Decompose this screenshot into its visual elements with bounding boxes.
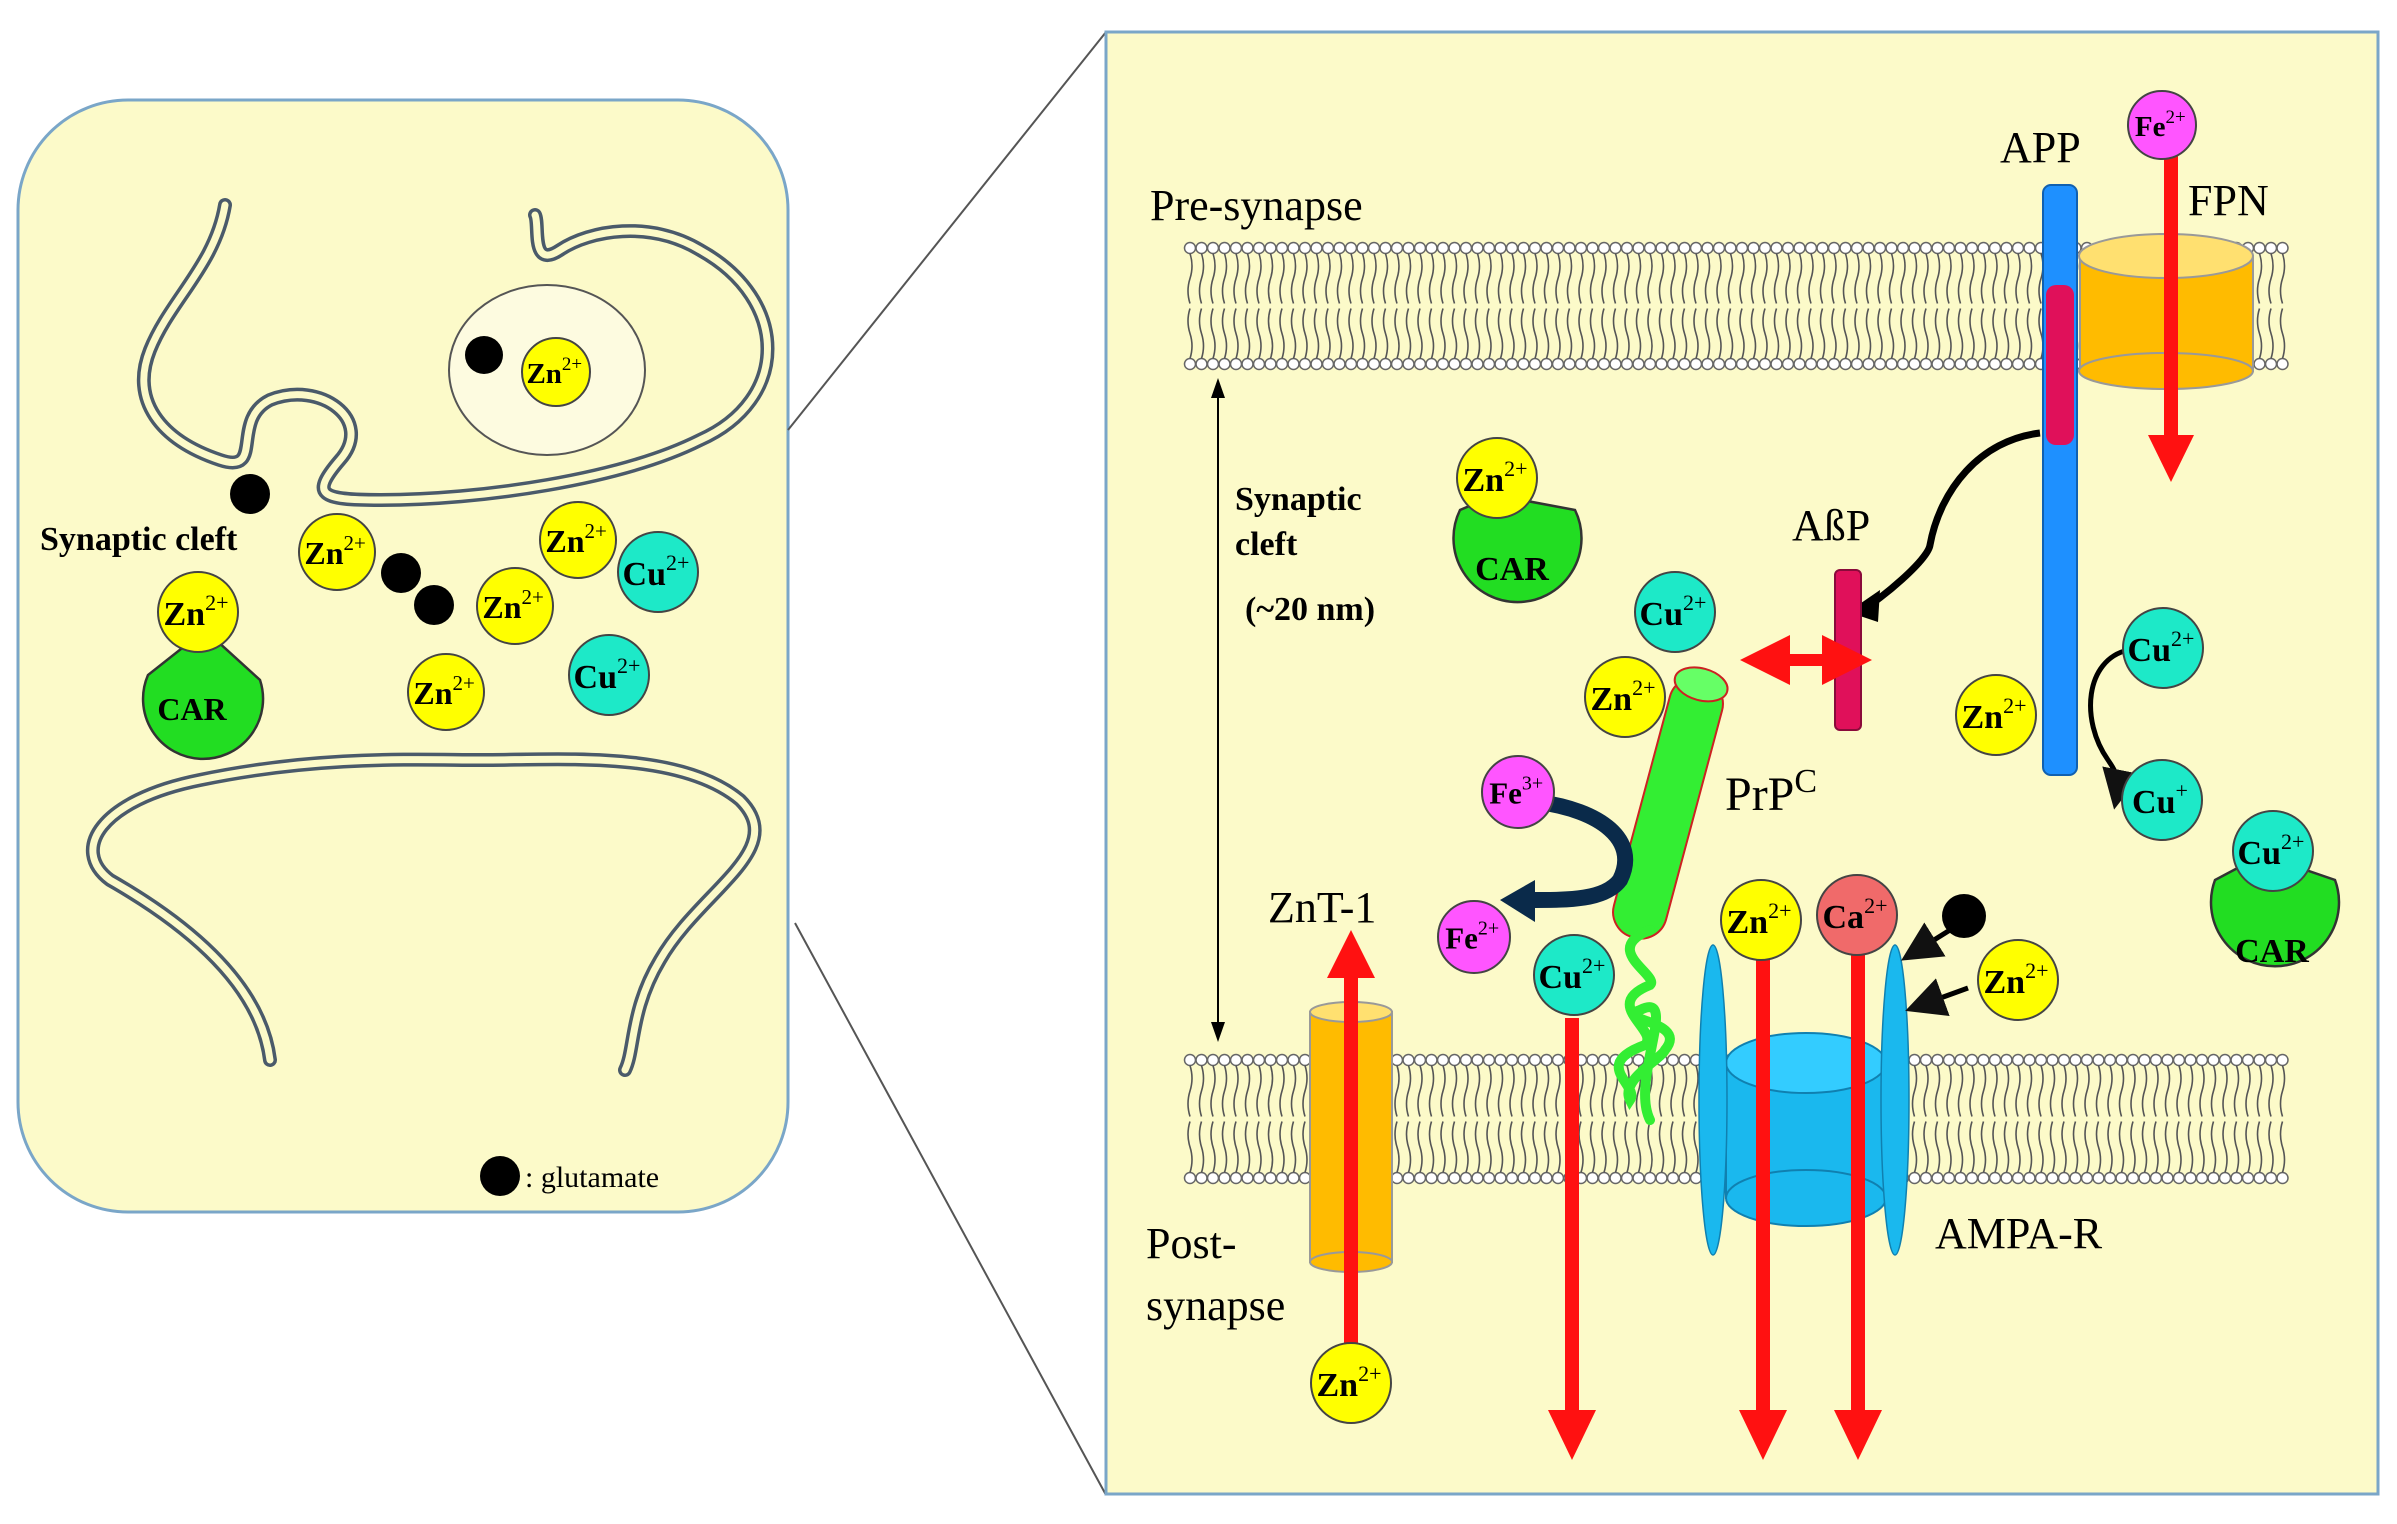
right-fe-ion: Fe2+ xyxy=(2127,90,2197,160)
svg-text:Zn2+: Zn2+ xyxy=(163,590,228,633)
postsynaptic-membrane xyxy=(1183,1053,2289,1185)
svg-text:Cu+: Cu+ xyxy=(2132,778,2188,821)
svg-text:Zn2+: Zn2+ xyxy=(304,531,365,571)
svg-text:Zn2+: Zn2+ xyxy=(545,519,606,559)
cleft-label: cleft xyxy=(1235,526,1298,563)
svg-text:Zn2+: Zn2+ xyxy=(1961,693,2026,736)
post-synapse-label-line2: synapse xyxy=(1146,1281,1285,1330)
right-cu-ion: Cu2+ xyxy=(1634,571,1716,653)
right-zn-ion: Zn2+ xyxy=(1456,437,1538,519)
abeta-label: AßP xyxy=(1792,501,1870,550)
glutamate-in-vesicle xyxy=(465,336,503,374)
post-synapse-label-line1: Post- xyxy=(1146,1219,1236,1268)
svg-text:Cu2+: Cu2+ xyxy=(1640,590,1707,633)
glutamate-dot xyxy=(381,553,421,593)
left-zn-ion: Zn2+ xyxy=(407,653,485,731)
right-zn-ion: Zn2+ xyxy=(1310,1342,1392,1424)
iron-reduction-arrow xyxy=(1529,794,1634,908)
prpc-abeta-interaction-arrow xyxy=(1740,635,1872,685)
presynaptic-membrane xyxy=(1183,241,2289,371)
svg-text:Zn2+: Zn2+ xyxy=(1590,675,1655,718)
fpn-iron-export-arrow xyxy=(2148,150,2194,482)
right-fe-ion: Fe2+ xyxy=(1437,900,1511,974)
right-cu-ion: Cu+ xyxy=(2121,759,2203,841)
car-receptor-left: CAR xyxy=(141,628,265,761)
zoom-line-bottom xyxy=(794,922,1107,1496)
car-label: CAR xyxy=(1475,551,1549,588)
left-zn-ion: Zn2+ xyxy=(539,501,617,579)
app-cleavage-arrow xyxy=(1860,429,2041,614)
svg-text:Zn2+: Zn2+ xyxy=(482,585,543,625)
glutamate-dot xyxy=(414,585,454,625)
calcium-influx-arrow xyxy=(1834,955,1882,1460)
svg-text:Zn2+: Zn2+ xyxy=(1983,958,2048,1001)
right-zn-ion: Zn2+ xyxy=(1977,939,2059,1021)
left-zn-ion: Zn2+ xyxy=(157,571,239,653)
znt1-zinc-efflux-arrow xyxy=(1327,930,1375,1345)
right-panel: Pre-synapse Post- synapse Synaptic cleft… xyxy=(1104,30,2380,1496)
svg-text:Zn2+: Zn2+ xyxy=(1316,1361,1381,1404)
svg-text:Cu2+: Cu2+ xyxy=(623,550,690,593)
left-zn-ion: Zn2+ xyxy=(476,567,554,645)
right-zn-ion: Zn2+ xyxy=(1584,656,1666,738)
svg-text:Zn2+: Zn2+ xyxy=(1462,456,1527,499)
app-label: APP xyxy=(2000,123,2081,172)
left-zn-ion: Zn2+ xyxy=(298,513,376,591)
fpn-label: FPN xyxy=(2188,176,2269,225)
glutamate-dot xyxy=(230,474,270,514)
pre-synapse-label: Pre-synapse xyxy=(1150,181,1363,230)
prpc-label: PrPC xyxy=(1725,763,1817,821)
right-cu-ion: Cu2+ xyxy=(1533,934,1615,1016)
right-zn-ion: Zn2+ xyxy=(1720,879,1802,961)
right-zn-ion: Zn2+ xyxy=(1955,674,2037,756)
car-receptor-right-1: CAR xyxy=(1452,493,1583,604)
svg-text:Fe3+: Fe3+ xyxy=(1489,773,1543,811)
right-cu-ion: Cu2+ xyxy=(2122,607,2204,689)
synaptic-label: Synaptic xyxy=(1235,481,1362,518)
car-label: CAR xyxy=(2235,933,2309,970)
svg-text:Cu2+: Cu2+ xyxy=(1539,953,1606,996)
cleft-distance-arrow xyxy=(1211,378,1225,1042)
left-cu-ion: Cu2+ xyxy=(617,531,699,613)
right-ca-ion: Ca2+ xyxy=(1816,874,1898,956)
zoom-line-top xyxy=(787,31,1107,431)
distance-label: (~20 nm) xyxy=(1245,591,1375,628)
glutamate-binding-arrow xyxy=(1901,922,1952,961)
left-panel-background xyxy=(16,98,790,1214)
glutamate-legend-dot xyxy=(480,1156,520,1196)
svg-text:Ca2+: Ca2+ xyxy=(1823,893,1888,936)
svg-text:Cu2+: Cu2+ xyxy=(574,653,641,696)
left-cu-ion: Cu2+ xyxy=(568,634,650,716)
zinc-influx-arrow xyxy=(1739,955,1787,1460)
copper-reduction-arrow xyxy=(2088,647,2142,810)
svg-text:Fe2+: Fe2+ xyxy=(1445,918,1499,956)
left-panel: Synaptic cleft : glutamate CAR Zn2+Zn2+Z… xyxy=(16,98,790,1214)
svg-text:Cu2+: Cu2+ xyxy=(2238,829,2305,872)
svg-text:Cu2+: Cu2+ xyxy=(2128,626,2195,669)
car-label: CAR xyxy=(157,691,227,727)
svg-text:Zn2+: Zn2+ xyxy=(1726,898,1791,941)
right-cu-ion: Cu2+ xyxy=(2232,810,2314,892)
car-receptor-right-2: CAR xyxy=(2209,853,2341,970)
right-fe-ion: Fe3+ xyxy=(1481,755,1555,829)
svg-text:Fe2+: Fe2+ xyxy=(2135,107,2186,143)
svg-text:Zn2+: Zn2+ xyxy=(526,354,582,390)
ampa-r-label: AMPA-R xyxy=(1935,1209,2103,1258)
glutamate-dot xyxy=(1942,894,1986,938)
zinc-binding-arrow xyxy=(1905,978,1969,1016)
left-zn-ion: Zn2+ xyxy=(521,337,591,407)
glutamate-legend-text: : glutamate xyxy=(525,1161,659,1194)
svg-text:Zn2+: Zn2+ xyxy=(413,671,474,711)
copper-influx-arrow xyxy=(1548,1018,1596,1460)
znt1-label: ZnT-1 xyxy=(1268,883,1376,932)
app-protein xyxy=(2042,184,2078,776)
prpc-protein xyxy=(1612,666,1729,1125)
synaptic-cleft-label: Synaptic cleft xyxy=(40,521,238,558)
